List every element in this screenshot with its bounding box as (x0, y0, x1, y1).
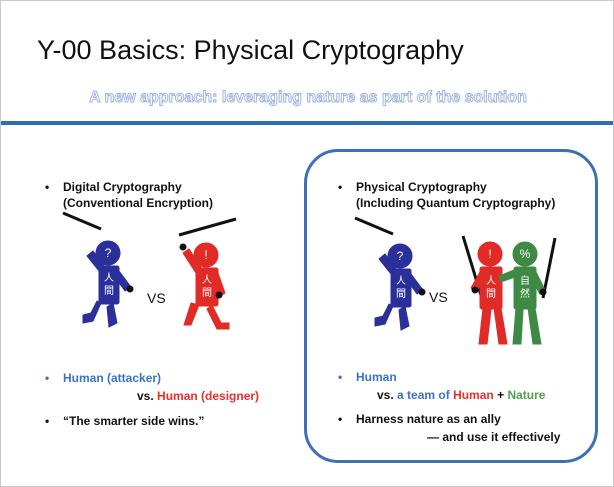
right-use-effectively-text: — and use it effectively (427, 430, 561, 444)
blue-head-symbol: ? (105, 246, 112, 260)
red-arm-left-icon (182, 248, 203, 274)
red-hand-icon (179, 243, 187, 251)
blue-kanji-bottom: 間 (396, 288, 406, 300)
right-point-2-continued: — and use it effectively (427, 429, 560, 446)
right-team-nature-label: Nature (507, 388, 546, 402)
right-illustration: ? 人 間 VS ! 人 間 (354, 216, 557, 345)
slide-title: Y-00 Basics: Physical Cryptography (37, 35, 464, 65)
blue-hand-icon (418, 288, 426, 296)
title-divider (1, 121, 613, 125)
blue-head-symbol: ? (397, 249, 404, 263)
blue-human-figure: ? 人 間 (354, 216, 426, 331)
red-sword-icon (178, 217, 237, 237)
red-kanji-top: 人 (486, 275, 496, 287)
green-sword-icon (541, 237, 557, 299)
blue-head-icon (95, 240, 121, 266)
left-smarter-side-text: “The smarter side wins.” (63, 414, 205, 428)
green-kanji-bottom: 然 (520, 287, 530, 300)
green-hand-icon (539, 288, 547, 296)
red-kanji-bottom: 間 (486, 288, 496, 300)
green-kanji-top: 自 (520, 274, 530, 287)
left-heading-line1: Digital Cryptography (63, 180, 182, 194)
red-hand-icon (471, 286, 479, 294)
right-heading: • Physical Cryptography (Including Quant… (338, 179, 556, 211)
red-head-icon (477, 241, 503, 267)
green-torso-icon (513, 266, 537, 310)
bullet-icon: • (338, 370, 343, 384)
left-attacker-label: Human (attacker) (63, 371, 162, 385)
red-kanji-bottom: 間 (202, 287, 212, 299)
right-heading-line1: Physical Cryptography (356, 180, 487, 194)
left-vs-text: vs. (137, 389, 154, 403)
left-heading: • Digital Cryptography (Conventional Enc… (45, 179, 213, 211)
red-human-figure: ! 人 間 (178, 217, 237, 330)
team-red-human-figure: ! 人 間 (470, 241, 508, 345)
right-team-human-label: Human (453, 388, 494, 402)
red-leg-right-icon (493, 307, 508, 345)
bullet-icon: • (338, 180, 343, 194)
red-leg-right-icon (206, 304, 230, 330)
right-human-label: Human (356, 370, 397, 384)
left-designer-label: Human (designer) (157, 389, 260, 403)
left-illustration: ? 人 間 VS ! 人 間 (62, 211, 237, 330)
right-a-team-of-text: a team of (397, 388, 450, 402)
red-torso-icon (479, 266, 503, 310)
right-point-1: • Human (338, 369, 397, 386)
bullet-icon: • (338, 412, 343, 426)
red-kanji-top: 人 (202, 274, 212, 286)
red-torso-icon (195, 267, 219, 307)
left-point-2: • “The smarter side wins.” (45, 413, 205, 430)
slide-subtitle: A new approach: leveraging nature as par… (89, 89, 528, 107)
blue-kanji-top: 人 (396, 275, 406, 287)
green-arm-right-icon (530, 271, 546, 295)
left-point-1: • Human (attacker) (45, 370, 162, 387)
left-vs-label: VS (147, 290, 166, 306)
blue-sword-icon (354, 216, 394, 236)
bullet-icon: • (45, 414, 50, 428)
right-vs-label: VS (429, 289, 448, 305)
right-heading-line2: (Including Quantum Cryptography) (356, 196, 556, 210)
red-leg-left-icon (478, 307, 492, 345)
blue-kanji-bottom: 間 (104, 285, 114, 297)
blue-head-icon (387, 243, 413, 269)
right-point-1-continued: vs. a team of Human + Nature (377, 387, 545, 404)
green-head-icon (512, 241, 538, 267)
blue-arm-right-icon (114, 270, 132, 292)
red-head-symbol: ! (204, 248, 207, 262)
physical-cryptography-panel (304, 149, 598, 463)
blue-leg-right-icon (106, 302, 118, 328)
blue-leg-left-icon (374, 303, 394, 327)
green-leg-right-icon (527, 307, 542, 345)
blue-arm-left-icon (378, 253, 398, 275)
team-green-nature-figure: % 自 然 (498, 241, 546, 345)
bullet-icon: • (45, 180, 50, 194)
blue-torso-icon (98, 265, 120, 305)
red-leg-left-icon (183, 302, 200, 326)
right-plus-sign: + (497, 388, 505, 402)
blue-sword-icon (62, 211, 102, 231)
red-hand-icon (215, 291, 223, 299)
green-arm-left-icon (498, 269, 516, 283)
blue-arm-right-icon (406, 273, 424, 295)
blue-leg-right-icon (398, 305, 410, 331)
bullet-icon: • (45, 371, 50, 385)
blue-human-figure: ? 人 間 (62, 211, 134, 328)
green-head-symbol: % (520, 247, 531, 261)
right-harness-nature-text: Harness nature as an ally (356, 412, 501, 426)
right-point-2: • Harness nature as an ally (338, 411, 501, 428)
blue-leg-left-icon (82, 300, 102, 324)
blue-hand-icon (126, 285, 134, 293)
red-head-icon (193, 242, 219, 268)
right-vs-text: vs. (377, 388, 394, 402)
green-leg-left-icon (512, 307, 524, 345)
left-heading-line2: (Conventional Encryption) (63, 196, 213, 210)
blue-torso-icon (390, 268, 412, 308)
red-head-symbol: ! (488, 247, 491, 261)
blue-kanji-top: 人 (104, 272, 114, 284)
blue-arm-left-icon (86, 250, 106, 272)
left-point-1-continued: vs. Human (designer) (137, 388, 259, 405)
